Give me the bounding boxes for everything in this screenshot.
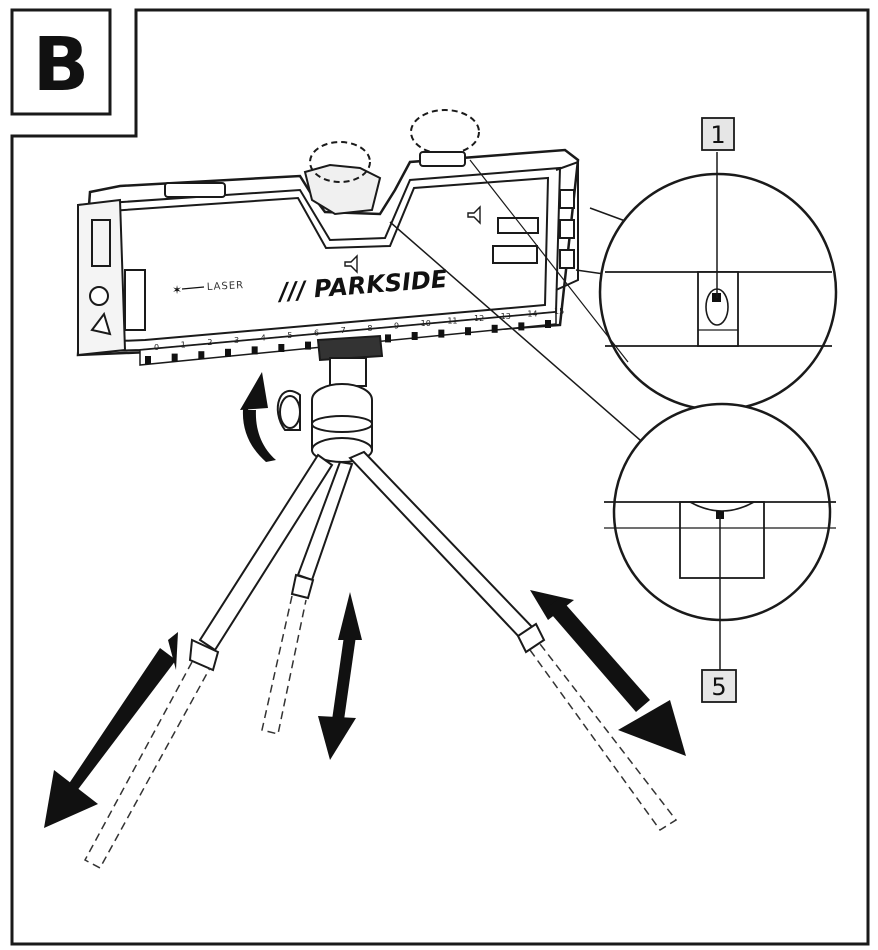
- ruler-tick: [385, 334, 391, 343]
- ruler-tick: [518, 322, 525, 331]
- ruler-number: 15: [554, 307, 564, 316]
- ruler-number: 4: [261, 333, 266, 342]
- laser-label: LASER: [207, 280, 245, 293]
- ruler-number: 8: [367, 324, 372, 333]
- ruler-number: 9: [394, 321, 399, 330]
- ruler-tick: [251, 346, 258, 355]
- detail-view-horizontal-vial: [389, 159, 836, 672]
- ruler-number: 14: [527, 309, 537, 318]
- ruler-tick: [198, 351, 205, 360]
- extension-arrows: [44, 590, 686, 828]
- ruler-number: 0: [154, 343, 159, 352]
- panel-label-box: B: [10, 8, 112, 116]
- detail-view-vertical-vial: [575, 152, 838, 412]
- svg-text:✶: ✶: [172, 283, 182, 297]
- ruler-number: 13: [501, 312, 511, 321]
- ruler-number: 12: [474, 314, 484, 323]
- callout-5-number: 5: [711, 673, 726, 701]
- laser-level-body: [76, 109, 580, 357]
- ruler-tick: [411, 332, 418, 340]
- ruler-number: 2: [207, 338, 212, 347]
- ball-head-mount: [276, 334, 384, 463]
- ruler-tick: [278, 344, 285, 352]
- ruler-number: 7: [341, 326, 346, 335]
- ruler-number: 3: [234, 336, 239, 345]
- callout-1: 1: [701, 117, 735, 151]
- ruler-number: 1: [181, 341, 186, 350]
- ruler-tick: [438, 329, 445, 338]
- sound-icon: [344, 205, 481, 274]
- ruler-number: 6: [314, 329, 319, 338]
- ruler-tick: [545, 320, 551, 328]
- panel-label: B: [33, 22, 89, 108]
- tripod-legs: [188, 450, 546, 672]
- ruler-number: 5: [287, 331, 292, 340]
- ruler-tick: [491, 324, 498, 333]
- laser-label-group: ✶ LASER: [172, 280, 244, 297]
- extended-legs-dashed: [83, 595, 678, 870]
- callout-1-number: 1: [710, 121, 725, 149]
- ruler-tick: [225, 348, 231, 357]
- ruler-tick: [171, 353, 178, 362]
- ruler-tick: [465, 327, 471, 336]
- ruler-tick: [145, 356, 151, 364]
- ruler-number: 11: [447, 317, 457, 326]
- figure-frame: [10, 8, 870, 946]
- callout-5: 5: [701, 669, 737, 703]
- ruler-tick: [305, 341, 311, 350]
- ruler-number: 10: [421, 319, 431, 328]
